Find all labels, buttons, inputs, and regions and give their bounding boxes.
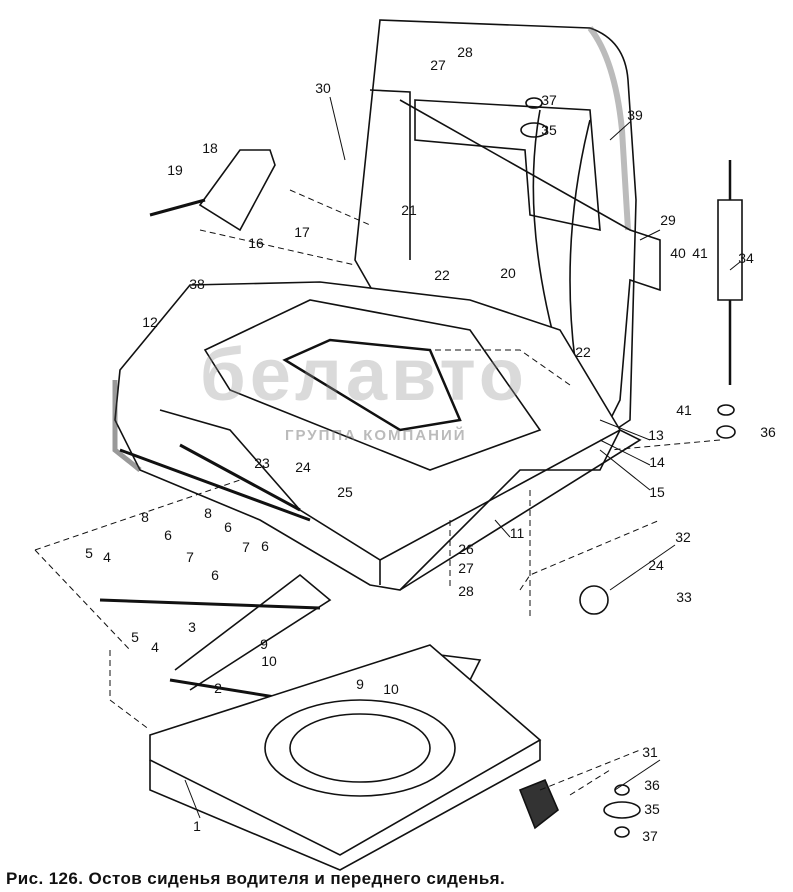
part-label: 37 — [541, 92, 557, 108]
part-label: 8 — [204, 505, 212, 521]
part-label: 9 — [260, 636, 268, 652]
part-label: 28 — [458, 583, 474, 599]
shock-absorber — [717, 199, 743, 301]
part-label: 39 — [627, 107, 643, 123]
part-label: 16 — [248, 235, 264, 251]
seat-base — [149, 644, 542, 856]
seat-cushion — [114, 281, 621, 591]
part-label: 35 — [541, 122, 557, 138]
part-label: 25 — [337, 484, 353, 500]
part-label: 20 — [500, 265, 516, 281]
part-label: 3 — [188, 619, 196, 635]
part-label: 23 — [254, 455, 270, 471]
part-label: 40 — [670, 245, 686, 261]
part-label: 41 — [692, 245, 708, 261]
part-label: 37 — [642, 828, 658, 844]
figure-caption: Рис. 126. Остов сиденья водителя и перед… — [6, 869, 506, 888]
part-label: 8 — [141, 509, 149, 525]
part-label: 7 — [186, 549, 194, 565]
part-label: 34 — [738, 250, 754, 266]
part-label: 19 — [167, 162, 183, 178]
lever-16 — [198, 149, 276, 232]
part-label: 24 — [295, 459, 311, 475]
part-label: 38 — [189, 276, 205, 292]
part-label: 5 — [85, 545, 93, 561]
watermark: белавто — [200, 333, 529, 416]
part-label: 10 — [261, 653, 277, 669]
part-label: 21 — [401, 202, 417, 218]
part-label: 32 — [675, 529, 691, 545]
side-rail — [379, 429, 642, 591]
part-label: 27 — [430, 57, 446, 73]
part-label: 13 — [648, 427, 664, 443]
part-label: 1 — [193, 818, 201, 834]
part-label: 41 — [676, 402, 692, 418]
part-label: 18 — [202, 140, 218, 156]
rod-3 — [99, 598, 321, 610]
part-label: 33 — [676, 589, 692, 605]
part-label: 28 — [457, 44, 473, 60]
part-label: 7 — [242, 539, 250, 555]
part-label: 29 — [660, 212, 676, 228]
part-label: 10 — [383, 681, 399, 697]
part-label: 12 — [142, 314, 158, 330]
part-label: 6 — [224, 519, 232, 535]
part-label: 31 — [642, 744, 658, 760]
part-label: 11 — [509, 525, 525, 541]
part-label: 9 — [356, 676, 364, 692]
part-label: 30 — [315, 80, 331, 96]
part-label: 24 — [648, 557, 664, 573]
part-label: 4 — [103, 549, 111, 565]
part-label: 6 — [164, 527, 172, 543]
part-label: 2 — [214, 680, 222, 696]
watermark-subtitle: ГРУППА КОМПАНИЙ — [285, 427, 467, 444]
part-label: 15 — [649, 484, 665, 500]
part-label: 36 — [760, 424, 776, 440]
part-label: 35 — [644, 801, 660, 817]
part-label: 22 — [575, 344, 591, 360]
part-label: 6 — [261, 538, 269, 554]
part-label: 4 — [151, 639, 159, 655]
part-label: 26 — [458, 541, 474, 557]
part-label: 6 — [211, 567, 219, 583]
part-label: 17 — [294, 224, 310, 240]
part-label: 22 — [434, 267, 450, 283]
slide-rail — [119, 443, 311, 522]
part-label: 36 — [644, 777, 660, 793]
back-frame — [369, 89, 661, 441]
part-label: 5 — [131, 629, 139, 645]
part-label: 14 — [649, 454, 665, 470]
part-label: 27 — [458, 560, 474, 576]
